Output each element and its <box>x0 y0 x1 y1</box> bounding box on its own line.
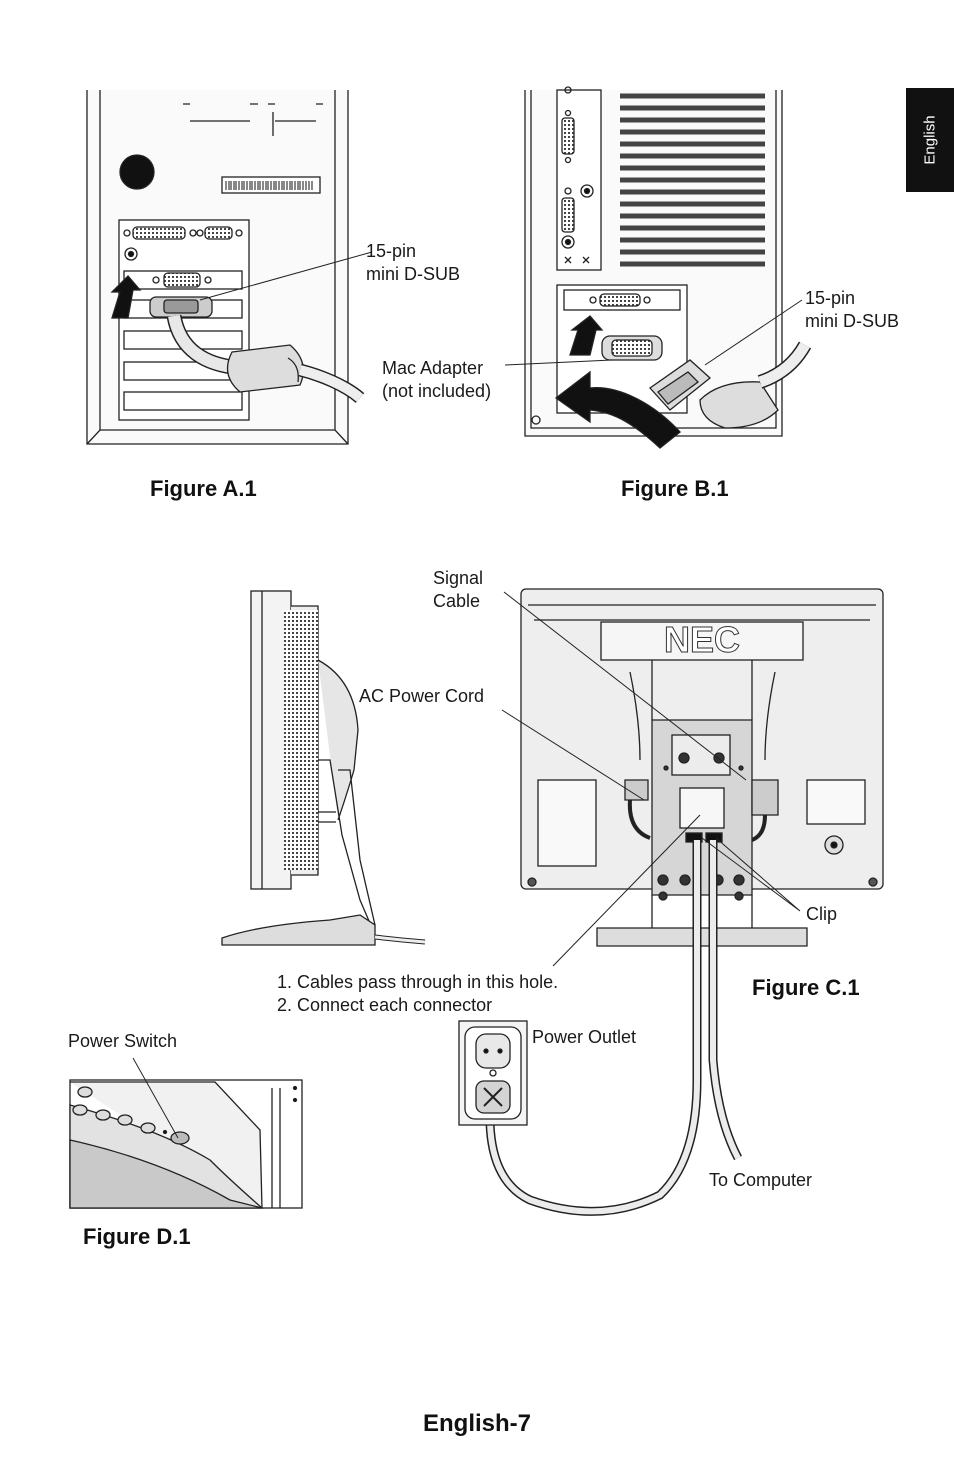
label-15pin-a: 15-pin mini D-SUB <box>366 240 460 286</box>
brand-logo: NEC <box>664 619 740 660</box>
label-15pin-b-line1: 15-pin <box>805 288 856 308</box>
figure-a-drawing <box>86 90 373 445</box>
figure-c-caption: Figure C.1 <box>752 975 860 1000</box>
instruction-step-2: 2. Connect each connector <box>277 995 493 1015</box>
figure-c-back-drawing: NEC <box>485 588 884 1216</box>
label-clip: Clip <box>806 904 838 924</box>
label-15pin-b-line2: mini D-SUB <box>805 311 900 331</box>
page-number: English-7 <box>422 1410 531 1437</box>
label-power-outlet: Power Outlet <box>532 1027 637 1047</box>
label-to-computer: To Computer <box>709 1170 813 1190</box>
label-15pin-a-line1: 15-pin <box>366 241 417 261</box>
figure-b-drawing <box>504 86 812 449</box>
figure-d-caption: Figure D.1 <box>83 1224 191 1249</box>
figure-c-side-drawing <box>221 590 426 946</box>
figure-b-caption: Figure B.1 <box>621 476 729 501</box>
label-signal-cable-line1: Signal <box>433 568 484 588</box>
label-mac-adapter: Mac Adapter (not included) <box>382 357 491 403</box>
label-ac-power-cord: AC Power Cord <box>359 686 485 706</box>
label-mac-adapter-line2: (not included) <box>382 381 492 401</box>
power-outlet-drawing <box>458 1020 528 1126</box>
language-tab: English <box>906 88 954 192</box>
cable-instructions: 1. Cables pass through in this hole. 2. … <box>277 971 558 1017</box>
figure-d-drawing <box>69 1057 303 1209</box>
instruction-step-1: 1. Cables pass through in this hole. <box>277 972 559 992</box>
label-signal-cable: Signal Cable <box>433 567 483 613</box>
label-signal-cable-line2: Cable <box>433 591 481 611</box>
label-15pin-a-line2: mini D-SUB <box>366 264 461 284</box>
label-power-switch: Power Switch <box>68 1031 178 1051</box>
label-15pin-b: 15-pin mini D-SUB <box>805 287 899 333</box>
label-mac-adapter-line1: Mac Adapter <box>382 358 484 378</box>
figure-a-caption: Figure A.1 <box>150 476 257 501</box>
